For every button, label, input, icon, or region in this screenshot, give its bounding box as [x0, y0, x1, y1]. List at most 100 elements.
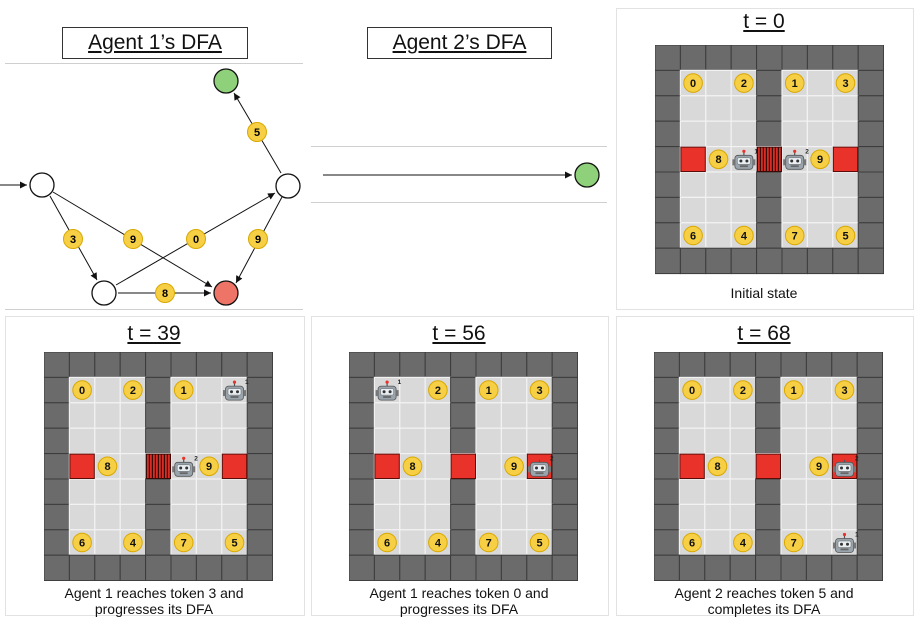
svg-text:9: 9	[206, 461, 212, 473]
svg-text:1: 1	[486, 385, 492, 397]
svg-text:2: 2	[741, 78, 747, 90]
agent1-dfa-bottom-rule	[5, 309, 303, 310]
svg-text:8: 8	[162, 288, 168, 300]
door-middle	[755, 453, 781, 479]
svg-text:0: 0	[690, 78, 696, 90]
svg-text:9: 9	[816, 461, 822, 473]
dfa2-state-accept	[574, 162, 600, 188]
dfa1-label-9b: 9	[248, 229, 268, 249]
token-2: 2	[123, 380, 143, 400]
token-9: 9	[199, 456, 219, 477]
svg-text:1: 1	[855, 532, 859, 539]
token-5: 5	[529, 532, 550, 553]
svg-text:6: 6	[79, 537, 85, 549]
svg-text:2: 2	[855, 455, 859, 462]
svg-text:3: 3	[536, 385, 542, 397]
token-6: 6	[377, 532, 397, 553]
token-4: 4	[428, 532, 448, 553]
agent2-dfa-graph	[323, 162, 600, 188]
svg-text:5: 5	[536, 537, 542, 549]
panel-t68-caption: Agent 2 reaches token 5 and completes it…	[674, 585, 854, 617]
robot-agent2: 2	[783, 148, 809, 170]
door-left	[680, 146, 706, 172]
dfa1-label-9a: 9	[123, 229, 143, 249]
svg-text:8: 8	[714, 461, 720, 473]
panel-t56-caption: Agent 1 reaches token 0 and progresses i…	[369, 585, 549, 617]
dfa1-state-s1	[91, 280, 117, 306]
svg-text:9: 9	[511, 461, 517, 473]
door-left	[69, 453, 95, 479]
panel-t0-time-label: t = 0	[743, 10, 785, 33]
token-6: 6	[72, 532, 92, 553]
agent2-dfa-bottom-rule	[311, 202, 607, 203]
agent2-dfa-top-rule	[311, 146, 607, 147]
token-3: 3	[834, 380, 855, 400]
token-1: 1	[478, 380, 499, 400]
token-7: 7	[173, 532, 194, 553]
token-8: 8	[708, 149, 729, 170]
token-9: 9	[504, 456, 524, 477]
gate-middle	[145, 453, 171, 479]
panel-t39-grid: 0 2 1 8 9 6 4 7 5 1 2	[44, 352, 273, 581]
dfa1-state-s2	[275, 173, 301, 199]
svg-text:8: 8	[409, 461, 415, 473]
svg-text:5: 5	[231, 537, 237, 549]
token-3: 3	[835, 73, 856, 93]
svg-text:2: 2	[740, 385, 746, 397]
svg-text:4: 4	[130, 537, 137, 549]
robot-agent2: 2	[172, 455, 198, 477]
svg-text:1: 1	[181, 385, 187, 397]
svg-text:0: 0	[689, 385, 695, 397]
svg-text:2: 2	[805, 148, 809, 155]
robot-agent1: 1	[732, 148, 758, 170]
svg-text:7: 7	[791, 537, 797, 549]
dfa1-label-0: 0	[186, 229, 206, 249]
dfa1-label-5: 5	[247, 122, 267, 142]
token-4: 4	[734, 225, 754, 246]
token-9: 9	[809, 456, 829, 477]
robot-agent1: 1	[375, 379, 402, 401]
token-9: 9	[810, 149, 830, 170]
token-8: 8	[707, 456, 728, 477]
agent1-dfa-title: Agent 1’s DFA	[62, 27, 248, 59]
panel-t56-time-label: t = 56	[432, 322, 486, 345]
robot-agent2: 2	[528, 455, 554, 477]
svg-text:8: 8	[104, 461, 110, 473]
robot-agent1: 1	[223, 379, 249, 401]
door-left	[679, 453, 705, 479]
panel-t39-time-label: t = 39	[127, 322, 181, 345]
panel-t0-caption: Initial state	[730, 285, 798, 301]
svg-text:4: 4	[435, 537, 442, 549]
token-2: 2	[734, 73, 754, 93]
token-0: 0	[682, 380, 702, 400]
svg-text:9: 9	[255, 234, 261, 246]
token-1: 1	[173, 380, 194, 400]
svg-text:2: 2	[130, 385, 136, 397]
agent1-dfa-top-rule	[5, 63, 303, 64]
svg-text:3: 3	[842, 78, 848, 90]
svg-text:2: 2	[550, 455, 554, 462]
dfa1-label-3: 3	[63, 229, 83, 249]
token-4: 4	[733, 532, 753, 553]
svg-text:1: 1	[791, 385, 797, 397]
door-left	[374, 453, 400, 479]
svg-text:2: 2	[194, 455, 198, 462]
svg-text:3: 3	[841, 385, 847, 397]
token-8: 8	[97, 456, 118, 477]
svg-text:1: 1	[245, 379, 249, 386]
dfa1-state-initial	[29, 172, 55, 198]
svg-text:4: 4	[741, 230, 748, 242]
svg-text:2: 2	[435, 385, 441, 397]
dfa1-state-accept	[213, 68, 239, 94]
robot-agent2: 2	[833, 455, 859, 477]
token-7: 7	[784, 225, 805, 246]
svg-text:1: 1	[754, 148, 758, 155]
token-0: 0	[72, 380, 92, 400]
token-7: 7	[478, 532, 499, 553]
svg-text:5: 5	[842, 230, 848, 242]
svg-text:9: 9	[817, 154, 823, 166]
token-7: 7	[783, 532, 804, 553]
svg-text:7: 7	[486, 537, 492, 549]
dfa1-state-reject	[213, 280, 239, 306]
